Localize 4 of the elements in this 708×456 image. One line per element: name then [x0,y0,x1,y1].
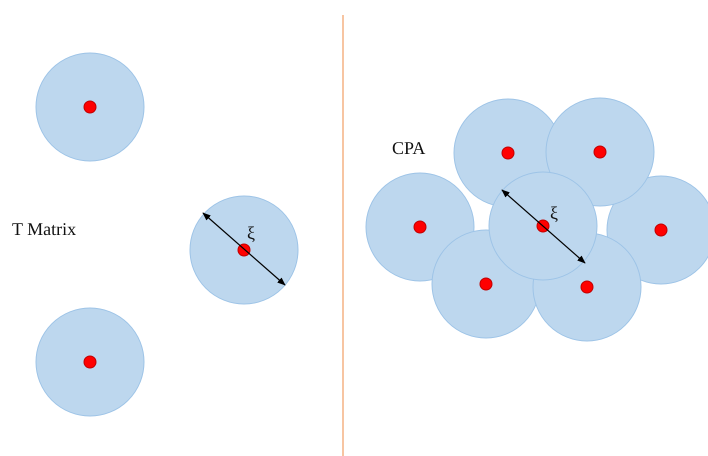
diameter-symbol: ξ [550,204,558,222]
panel-label: T Matrix [12,220,76,238]
panel-label: CPA [392,139,426,157]
diameter-symbol: ξ [247,224,256,242]
